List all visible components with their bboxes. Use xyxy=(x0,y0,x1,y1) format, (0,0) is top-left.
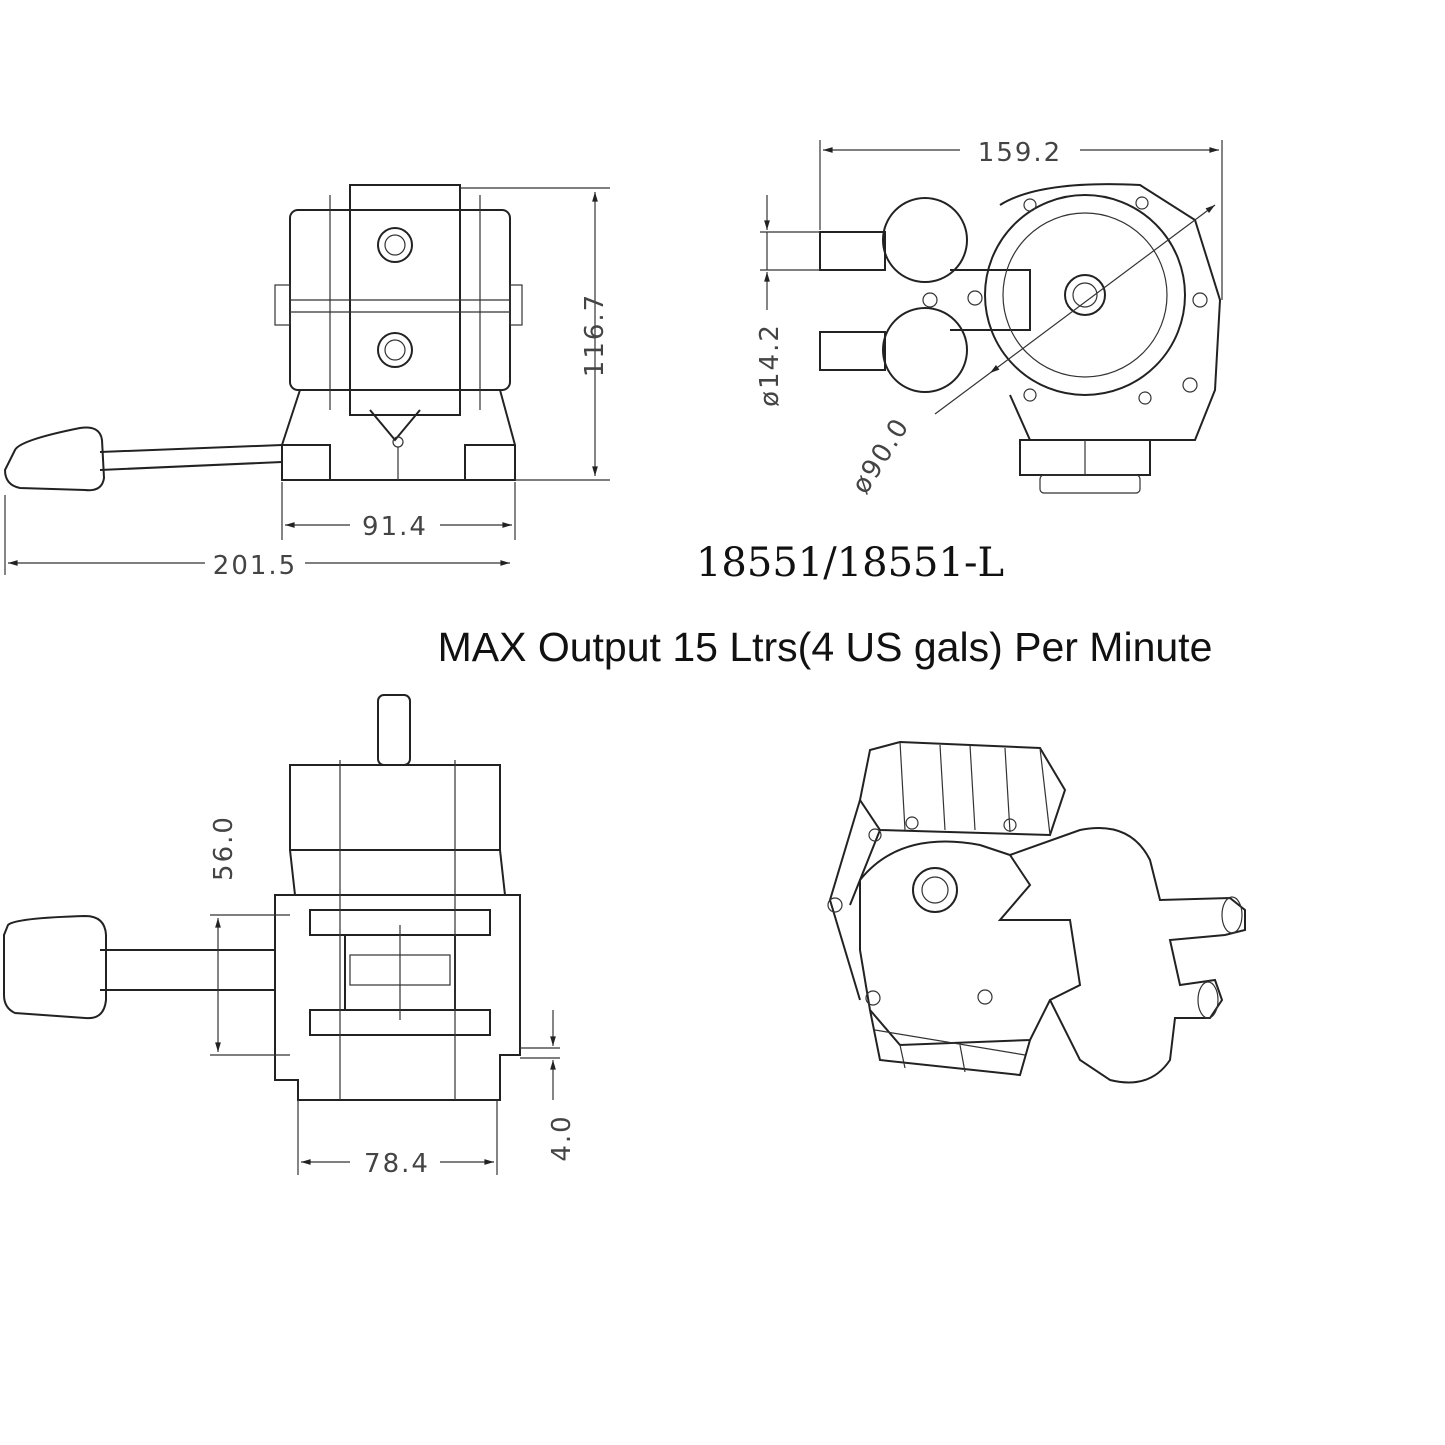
top-view xyxy=(3,694,521,1101)
dim-label-slot: 4.0 xyxy=(547,1114,577,1161)
dim-label-base-width: 91.4 xyxy=(362,512,428,542)
dim-label-body-dia: ø90.0 xyxy=(846,412,916,499)
dimension-handle-56-0: 56.0 xyxy=(209,815,290,1056)
dim-label-overall-width: 201.5 xyxy=(213,551,297,581)
front-view xyxy=(3,184,523,492)
dim-label-side-width: 159.2 xyxy=(978,138,1062,168)
dimension-height-116-7: 116.7 xyxy=(460,187,610,481)
dimension-width-159-2: 159.2 xyxy=(819,135,1223,300)
model-number: 18551/18551-L xyxy=(696,540,1004,586)
dim-label-port-dia: ø14.2 xyxy=(755,323,785,407)
dimension-port-dia-14-2: ø14.2 xyxy=(755,195,820,407)
dimension-base-78-4: 78.4 xyxy=(297,1100,498,1179)
dimension-body-dia-90-0: ø90.0 xyxy=(846,204,1216,499)
isometric-view xyxy=(827,740,1246,1084)
output-spec: MAX Output 15 Ltrs(4 US gals) Per Minute xyxy=(438,624,1213,670)
dim-label-handle-offset: 56.0 xyxy=(209,815,239,881)
dim-label-height: 116.7 xyxy=(580,293,610,377)
dimension-slot-4-0: 4.0 xyxy=(520,1010,577,1162)
dimension-overall-201-5: 201.5 xyxy=(4,495,510,581)
dimension-base-91-4: 91.4 xyxy=(281,482,516,542)
dim-label-top-base-width: 78.4 xyxy=(364,1149,430,1179)
